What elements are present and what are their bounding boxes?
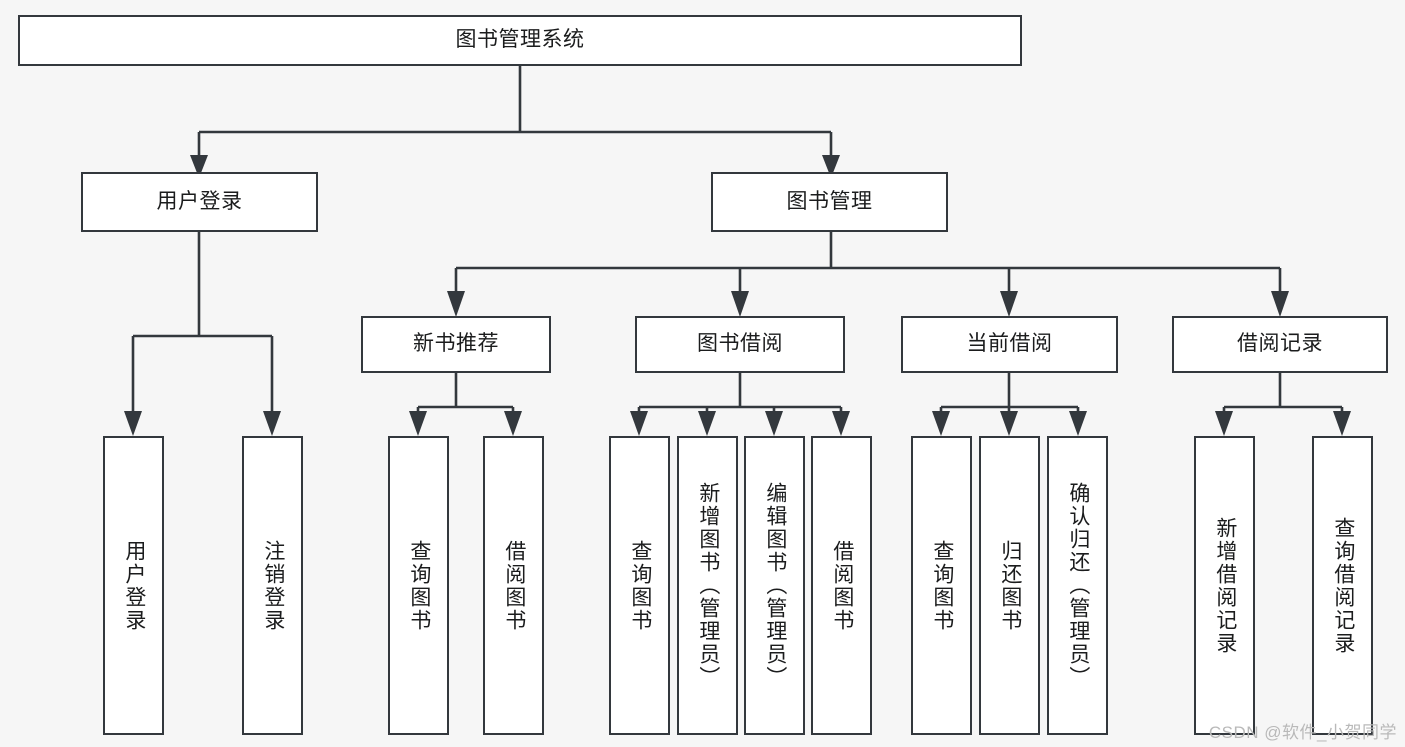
node-leaf-add-record-label: 新增借阅记录: [1213, 516, 1237, 655]
node-leaf-query-record-label: 查询借阅记录: [1331, 516, 1355, 655]
node-leaf-user-logout[interactable]: 注销登录: [242, 436, 303, 735]
node-book-borrow[interactable]: 图书借阅: [635, 316, 845, 373]
watermark-text: CSDN @软件_小贺同学: [1208, 723, 1397, 742]
node-leaf-confirm-return[interactable]: 确认归还（管理员）: [1047, 436, 1108, 735]
node-leaf-user-login-label: 用户登录: [122, 539, 146, 632]
node-leaf-query-record[interactable]: 查询借阅记录: [1312, 436, 1373, 735]
node-leaf-query-book-1[interactable]: 查询图书: [388, 436, 449, 735]
node-leaf-return-book[interactable]: 归还图书: [979, 436, 1040, 735]
node-leaf-borrow-book-1-label: 借阅图书: [502, 539, 526, 632]
node-leaf-return-book-label: 归还图书: [998, 539, 1022, 632]
node-current-borrow[interactable]: 当前借阅: [901, 316, 1118, 373]
node-leaf-borrow-book-1[interactable]: 借阅图书: [483, 436, 544, 735]
node-leaf-borrow-book-2[interactable]: 借阅图书: [811, 436, 872, 735]
node-leaf-query-book-2-label: 查询图书: [628, 539, 652, 632]
node-leaf-user-login[interactable]: 用户登录: [103, 436, 164, 735]
node-leaf-edit-book-label: 编辑图书（管理员）: [763, 482, 787, 689]
node-root[interactable]: 图书管理系统: [18, 15, 1022, 66]
node-leaf-add-book-label: 新增图书（管理员）: [696, 482, 720, 689]
node-leaf-query-book-2[interactable]: 查询图书: [609, 436, 670, 735]
node-leaf-add-record[interactable]: 新增借阅记录: [1194, 436, 1255, 735]
node-new-book-recommend[interactable]: 新书推荐: [361, 316, 551, 373]
node-leaf-edit-book[interactable]: 编辑图书（管理员）: [744, 436, 805, 735]
node-book-manage-label: 图书管理: [786, 189, 873, 213]
node-leaf-confirm-return-label: 确认归还（管理员）: [1066, 482, 1090, 689]
node-leaf-borrow-book-2-label: 借阅图书: [830, 539, 854, 632]
node-leaf-add-book[interactable]: 新增图书（管理员）: [677, 436, 738, 735]
node-borrow-record[interactable]: 借阅记录: [1172, 316, 1388, 373]
node-user-login-label: 用户登录: [156, 189, 243, 213]
node-user-login[interactable]: 用户登录: [81, 172, 318, 232]
node-leaf-query-book-3-label: 查询图书: [930, 539, 954, 632]
node-borrow-record-label: 借阅记录: [1237, 332, 1323, 356]
node-book-manage[interactable]: 图书管理: [711, 172, 948, 232]
node-book-borrow-label: 图书借阅: [697, 332, 783, 356]
node-leaf-query-book-1-label: 查询图书: [407, 539, 431, 632]
node-current-borrow-label: 当前借阅: [966, 332, 1053, 356]
node-leaf-user-logout-label: 注销登录: [261, 539, 285, 632]
node-new-book-recommend-label: 新书推荐: [413, 332, 499, 356]
node-leaf-query-book-3[interactable]: 查询图书: [911, 436, 972, 735]
node-root-label: 图书管理系统: [455, 28, 585, 52]
